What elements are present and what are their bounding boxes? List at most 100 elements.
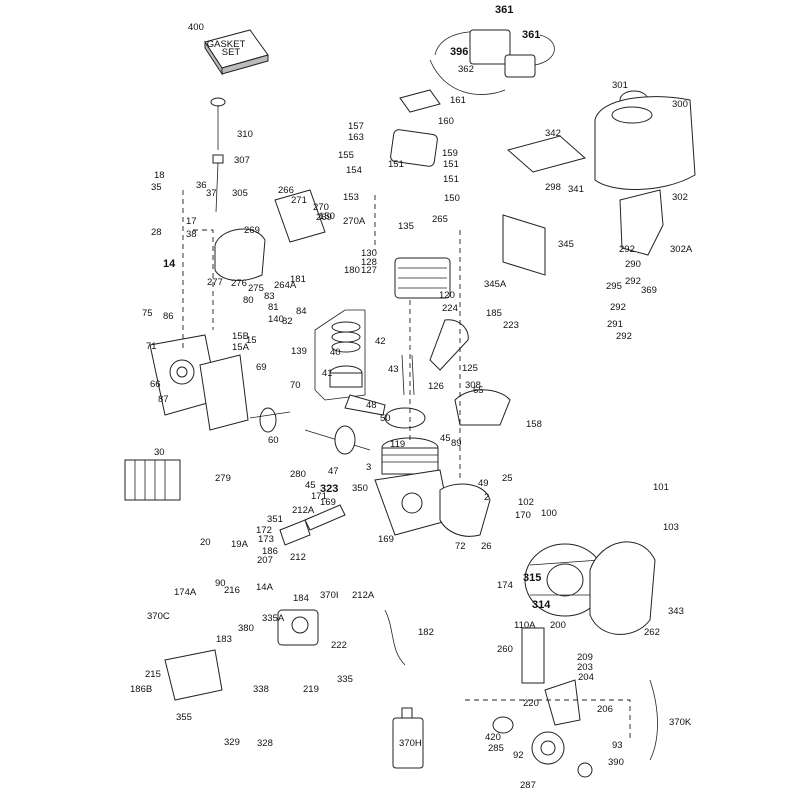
callout-279: 279 [215,473,231,484]
callout-174a: 174A [174,587,197,598]
callout-15a: 15A [232,342,250,353]
callout-260: 260 [497,644,513,655]
callout-292: 292 [625,276,641,287]
callout-183: 183 [216,634,232,645]
callout-222: 222 [331,640,347,651]
starter-bracket [521,627,545,684]
callout-130: 130 [361,248,377,259]
callout-200: 200 [550,620,566,631]
callout-89: 89 [451,438,462,449]
callout-48: 48 [366,400,377,411]
callout-215: 215 [145,669,161,680]
blower-housing [589,541,656,635]
callout-38: 38 [186,229,197,240]
callout-180: 180 [344,265,360,276]
callout-151: 151 [443,159,459,170]
callout-298: 298 [545,182,561,193]
fuel-tank [594,90,696,190]
callout-92: 92 [513,750,524,761]
callout-223: 223 [503,320,519,331]
callout-169: 169 [378,534,394,545]
callout-370c: 370C [147,611,170,622]
heat-shield [502,214,546,276]
callout-219: 219 [303,684,319,695]
callout-292: 292 [610,302,626,313]
callout-396: 396 [450,46,468,58]
callout-135: 135 [398,221,414,232]
callout-390: 390 [608,757,624,768]
callout-110a: 110A [514,620,536,631]
callout-285: 285 [488,743,504,754]
callout-18: 18 [154,170,165,181]
callout-65: 65 [473,385,484,396]
callout-266: 266 [278,185,294,196]
callout-338: 338 [253,684,269,695]
spark-wire [649,679,658,761]
callout-370h: 370H [399,738,422,749]
callout-151: 151 [443,174,459,185]
callout-45: 45 [305,480,316,491]
callout-60: 60 [268,435,279,446]
callout-35: 35 [151,182,162,193]
callout-276: 276 [231,278,247,289]
callout-71: 71 [146,341,157,352]
callout-2: 2 [484,492,489,503]
callout-264a: 264A [274,280,297,291]
callout-25: 25 [502,473,513,484]
rewind-cover [544,679,581,726]
breather-cover [214,228,266,281]
starter-pulley [531,731,565,765]
callout-400: 400 [188,22,204,33]
crankcase-gasket [199,354,249,431]
callout-87: 87 [158,394,169,405]
callout-101: 101 [653,482,669,493]
callout-128: 128 [361,257,377,268]
callout-315: 315 [523,572,541,584]
callout-212: 212 [290,552,306,563]
callout-265: 265 [432,214,448,225]
callout-370i: 370I [320,590,339,601]
callout-295: 295 [606,281,622,292]
callout-277: 277 [207,277,223,288]
callout-323: 323 [320,483,338,495]
callout-158: 158 [526,419,542,430]
callout-380: 380 [238,623,254,634]
callout-292: 292 [616,331,632,342]
callout-47: 47 [328,466,339,477]
callout-153: 153 [343,192,359,203]
callout-150: 150 [319,211,335,222]
callout-271: 271 [291,195,307,206]
flywheel-cover [439,483,491,537]
callout-171: 171 [311,491,327,502]
callout-81: 81 [268,302,279,313]
callout-345a: 345A [484,279,507,290]
callout-14a: 14A [256,582,274,593]
callout-369: 369 [641,285,657,296]
guide-line-4 [465,699,631,740]
callout-163: 163 [348,132,364,143]
callout-15: 15 [246,335,257,346]
callout-157: 157 [348,121,364,132]
guide-line-2 [193,229,214,330]
callout-20: 20 [200,537,211,548]
callout-41: 41 [322,368,333,379]
callout-308: 308 [465,380,481,391]
part-drawings: GASKET SET [124,29,696,778]
callout-302: 302 [672,192,688,203]
callout-301: 301 [612,80,628,91]
callout-185: 185 [486,308,502,319]
callout-40: 40 [330,347,341,358]
callout-300: 300 [672,99,688,110]
callout-287: 287 [520,780,536,791]
callout-155: 155 [338,150,354,161]
callout-126: 126 [428,381,444,392]
callout-42: 42 [375,336,386,347]
callout-100: 100 [541,508,557,519]
clutch-hub [492,716,514,734]
callout-204: 204 [578,672,594,683]
callout-182: 182 [418,627,434,638]
callout-170: 170 [515,510,531,521]
callout-75: 75 [142,308,153,319]
callout-82: 82 [282,316,293,327]
